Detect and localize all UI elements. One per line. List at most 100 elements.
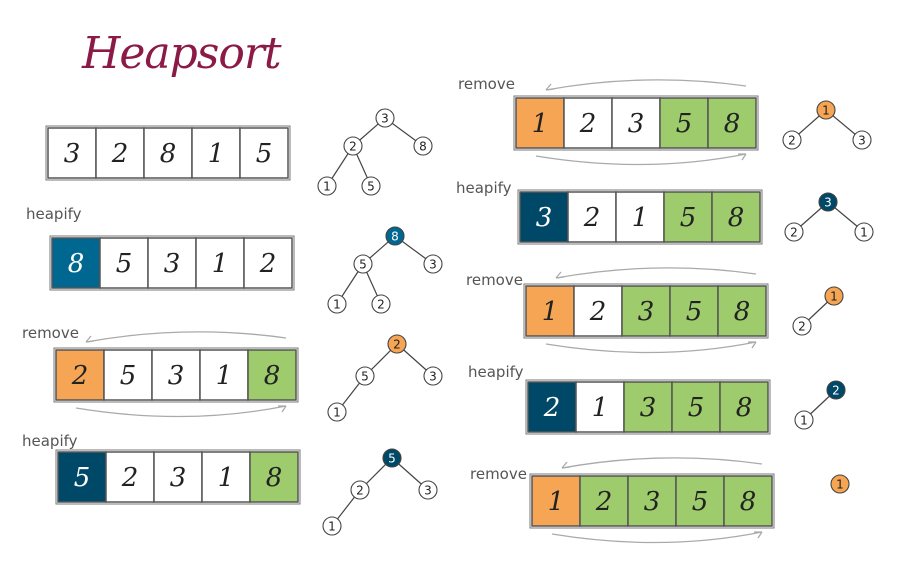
tree-node (826, 380, 846, 400)
array-cell-value: 8 (728, 203, 745, 233)
array-cell (243, 237, 293, 289)
tree-node (327, 402, 347, 422)
tree-node (353, 254, 373, 274)
array-cell (153, 451, 203, 503)
array-cell (99, 237, 149, 289)
swap-arrow-top (555, 267, 757, 279)
swap-arrowhead-bottom (748, 341, 757, 349)
swap-arrowhead-bottom (738, 153, 747, 161)
array-cell-value: 1 (216, 361, 233, 391)
tree-node (361, 176, 381, 196)
array-cell (525, 285, 575, 337)
array-cell-value: 5 (74, 463, 91, 493)
step-label: remove (22, 324, 79, 342)
array-cell (675, 475, 725, 527)
tree-node-value: 2 (798, 320, 806, 334)
swap-arrow-bottom (551, 531, 763, 544)
tree-node (818, 192, 838, 212)
swap-arrow-top (85, 331, 287, 343)
tree-node (371, 294, 391, 314)
array-cell (573, 285, 623, 337)
swap-arrow-top (561, 457, 763, 469)
tree-node (343, 136, 363, 156)
array-cell (247, 349, 297, 401)
array-cell-value: 3 (536, 203, 553, 233)
array-cell-value: 3 (638, 297, 655, 327)
step-label: heapify (468, 363, 524, 381)
tree-node (816, 100, 836, 120)
array-cell-value: 2 (595, 487, 613, 517)
tree-node (322, 516, 342, 536)
tree-node-value: 1 (830, 290, 838, 304)
array-cell-value: 3 (170, 463, 187, 493)
tree-node (387, 334, 407, 354)
array-cell-value: 1 (532, 109, 549, 139)
tree-node-value: 8 (419, 140, 427, 154)
array-cell-value: 2 (579, 109, 597, 139)
tree-node-value: 2 (790, 226, 798, 240)
swap-arrowhead-bottom (278, 405, 287, 413)
tree-node-value: 3 (858, 134, 866, 148)
tree-node-value: 1 (800, 414, 808, 428)
array-frame (525, 379, 771, 435)
tree-node (782, 130, 802, 150)
tree-node (413, 136, 433, 156)
array-cell-value: 1 (542, 297, 559, 327)
array-cell (105, 451, 155, 503)
tree-node-value: 2 (788, 134, 796, 148)
array-cell-value: 8 (740, 487, 757, 517)
tree-node-value: 3 (381, 112, 389, 126)
array-cell (57, 451, 107, 503)
array-cell-value: 5 (256, 139, 273, 169)
array-cell-value: 2 (121, 463, 139, 493)
array-cell-value: 3 (628, 109, 645, 139)
tree-node-value: 5 (359, 258, 367, 272)
array-cell-value: 2 (543, 393, 561, 423)
tree-node-value: 1 (822, 104, 830, 118)
array-cell-value: 5 (120, 361, 137, 391)
array-cell-value: 8 (736, 393, 753, 423)
array-cell-value: 5 (692, 487, 709, 517)
step-label: remove (466, 271, 523, 289)
array-cell-value: 1 (208, 139, 225, 169)
tree-node-value: 1 (836, 478, 844, 492)
array-frame (49, 235, 295, 291)
array-cell (191, 127, 241, 179)
tree-node-value: 2 (349, 140, 357, 154)
tree-node (794, 410, 814, 430)
tree-node (824, 286, 844, 306)
array-cell-value: 1 (218, 463, 235, 493)
tree-node (792, 316, 812, 336)
diagram-title: Heapsort (82, 28, 282, 79)
array-cell-value: 5 (686, 297, 703, 327)
tree-node-value: 2 (356, 484, 364, 498)
tree-node-value: 5 (388, 452, 396, 466)
tree-node (418, 480, 438, 500)
tree-node-value: 2 (832, 384, 840, 398)
swap-arrowhead-top (561, 461, 571, 469)
array-cell (575, 381, 625, 433)
tree-node (382, 448, 402, 468)
tree-node-value: 1 (333, 406, 341, 420)
array-cell-value: 3 (644, 487, 661, 517)
array-cell (711, 191, 761, 243)
array-cell (143, 127, 193, 179)
array-cell-value: 1 (212, 249, 229, 279)
array-cell-value: 5 (676, 109, 693, 139)
array-cell (723, 475, 773, 527)
array-cell (199, 349, 249, 401)
array-cell-value: 1 (632, 203, 649, 233)
array-cell-value: 3 (168, 361, 185, 391)
swap-arrowhead-bottom (754, 531, 763, 539)
tree-node-value: 3 (429, 258, 437, 272)
array-cell (527, 381, 577, 433)
tree-node (375, 108, 395, 128)
array-cell (707, 97, 757, 149)
tree-node-value: 1 (323, 180, 331, 194)
step-label: remove (470, 465, 527, 483)
